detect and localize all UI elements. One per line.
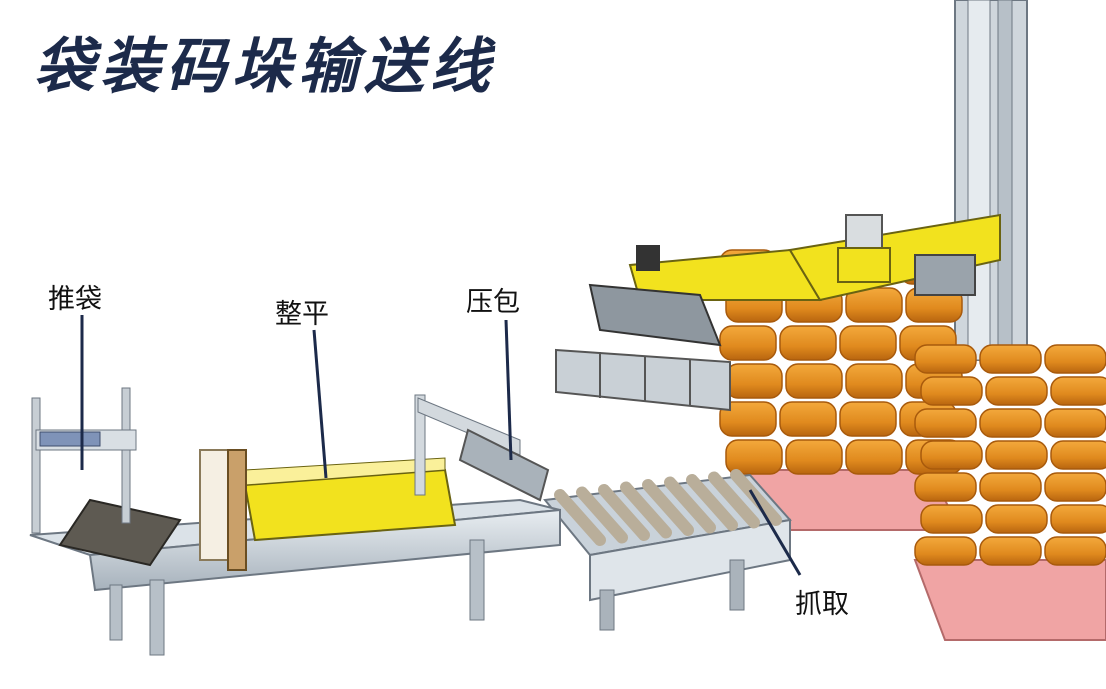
- label-grab: 抓取: [795, 589, 849, 620]
- bag: [1050, 376, 1106, 406]
- leader-grab: [748, 489, 802, 576]
- label-press: 压包: [466, 287, 520, 318]
- bag: [1050, 504, 1106, 534]
- press-unit: [414, 394, 550, 502]
- pusher-frame: [31, 387, 137, 534]
- bag: [1044, 536, 1106, 566]
- bag: [920, 376, 983, 406]
- bag: [920, 440, 983, 470]
- leader-lines: [80, 315, 802, 576]
- roller: [642, 479, 694, 536]
- leveling-unit: [199, 449, 457, 571]
- roller: [708, 471, 760, 529]
- bag: [845, 439, 903, 475]
- label-push: 推袋: [48, 284, 102, 315]
- roller: [664, 476, 716, 534]
- leader-level: [312, 329, 328, 479]
- roller-conveyor: [543, 469, 792, 631]
- bag: [785, 363, 843, 399]
- bag-stack-front: [914, 344, 1106, 566]
- robot-column: [954, 0, 1028, 361]
- bag: [979, 344, 1042, 374]
- bag: [914, 344, 977, 374]
- bag: [845, 363, 903, 399]
- bag: [725, 363, 783, 399]
- bag: [979, 408, 1042, 438]
- roller: [620, 481, 672, 539]
- bag: [979, 536, 1042, 566]
- bag: [985, 440, 1048, 470]
- bag: [719, 325, 777, 361]
- bag: [914, 536, 977, 566]
- bag: [1044, 344, 1106, 374]
- label-level: 整平: [275, 299, 329, 330]
- roller: [686, 474, 738, 531]
- bag: [985, 504, 1048, 534]
- bag: [979, 472, 1042, 502]
- bag: [914, 408, 977, 438]
- bag: [785, 439, 843, 475]
- bag: [1044, 408, 1106, 438]
- bag: [719, 401, 777, 437]
- bag: [839, 401, 897, 437]
- bag: [1044, 472, 1106, 502]
- page-title: 袋装码垛输送线: [34, 32, 496, 102]
- leader-press: [504, 319, 513, 461]
- roller: [576, 486, 628, 544]
- gripper: [555, 283, 731, 412]
- bag: [914, 472, 977, 502]
- bag: [839, 325, 897, 361]
- bag: [920, 504, 983, 534]
- bag: [779, 325, 837, 361]
- bag: [985, 376, 1048, 406]
- robot-arm: [628, 213, 1001, 302]
- bag: [725, 439, 783, 475]
- roller: [598, 484, 650, 541]
- bag: [779, 401, 837, 437]
- bag: [1050, 440, 1106, 470]
- roller: [554, 489, 606, 546]
